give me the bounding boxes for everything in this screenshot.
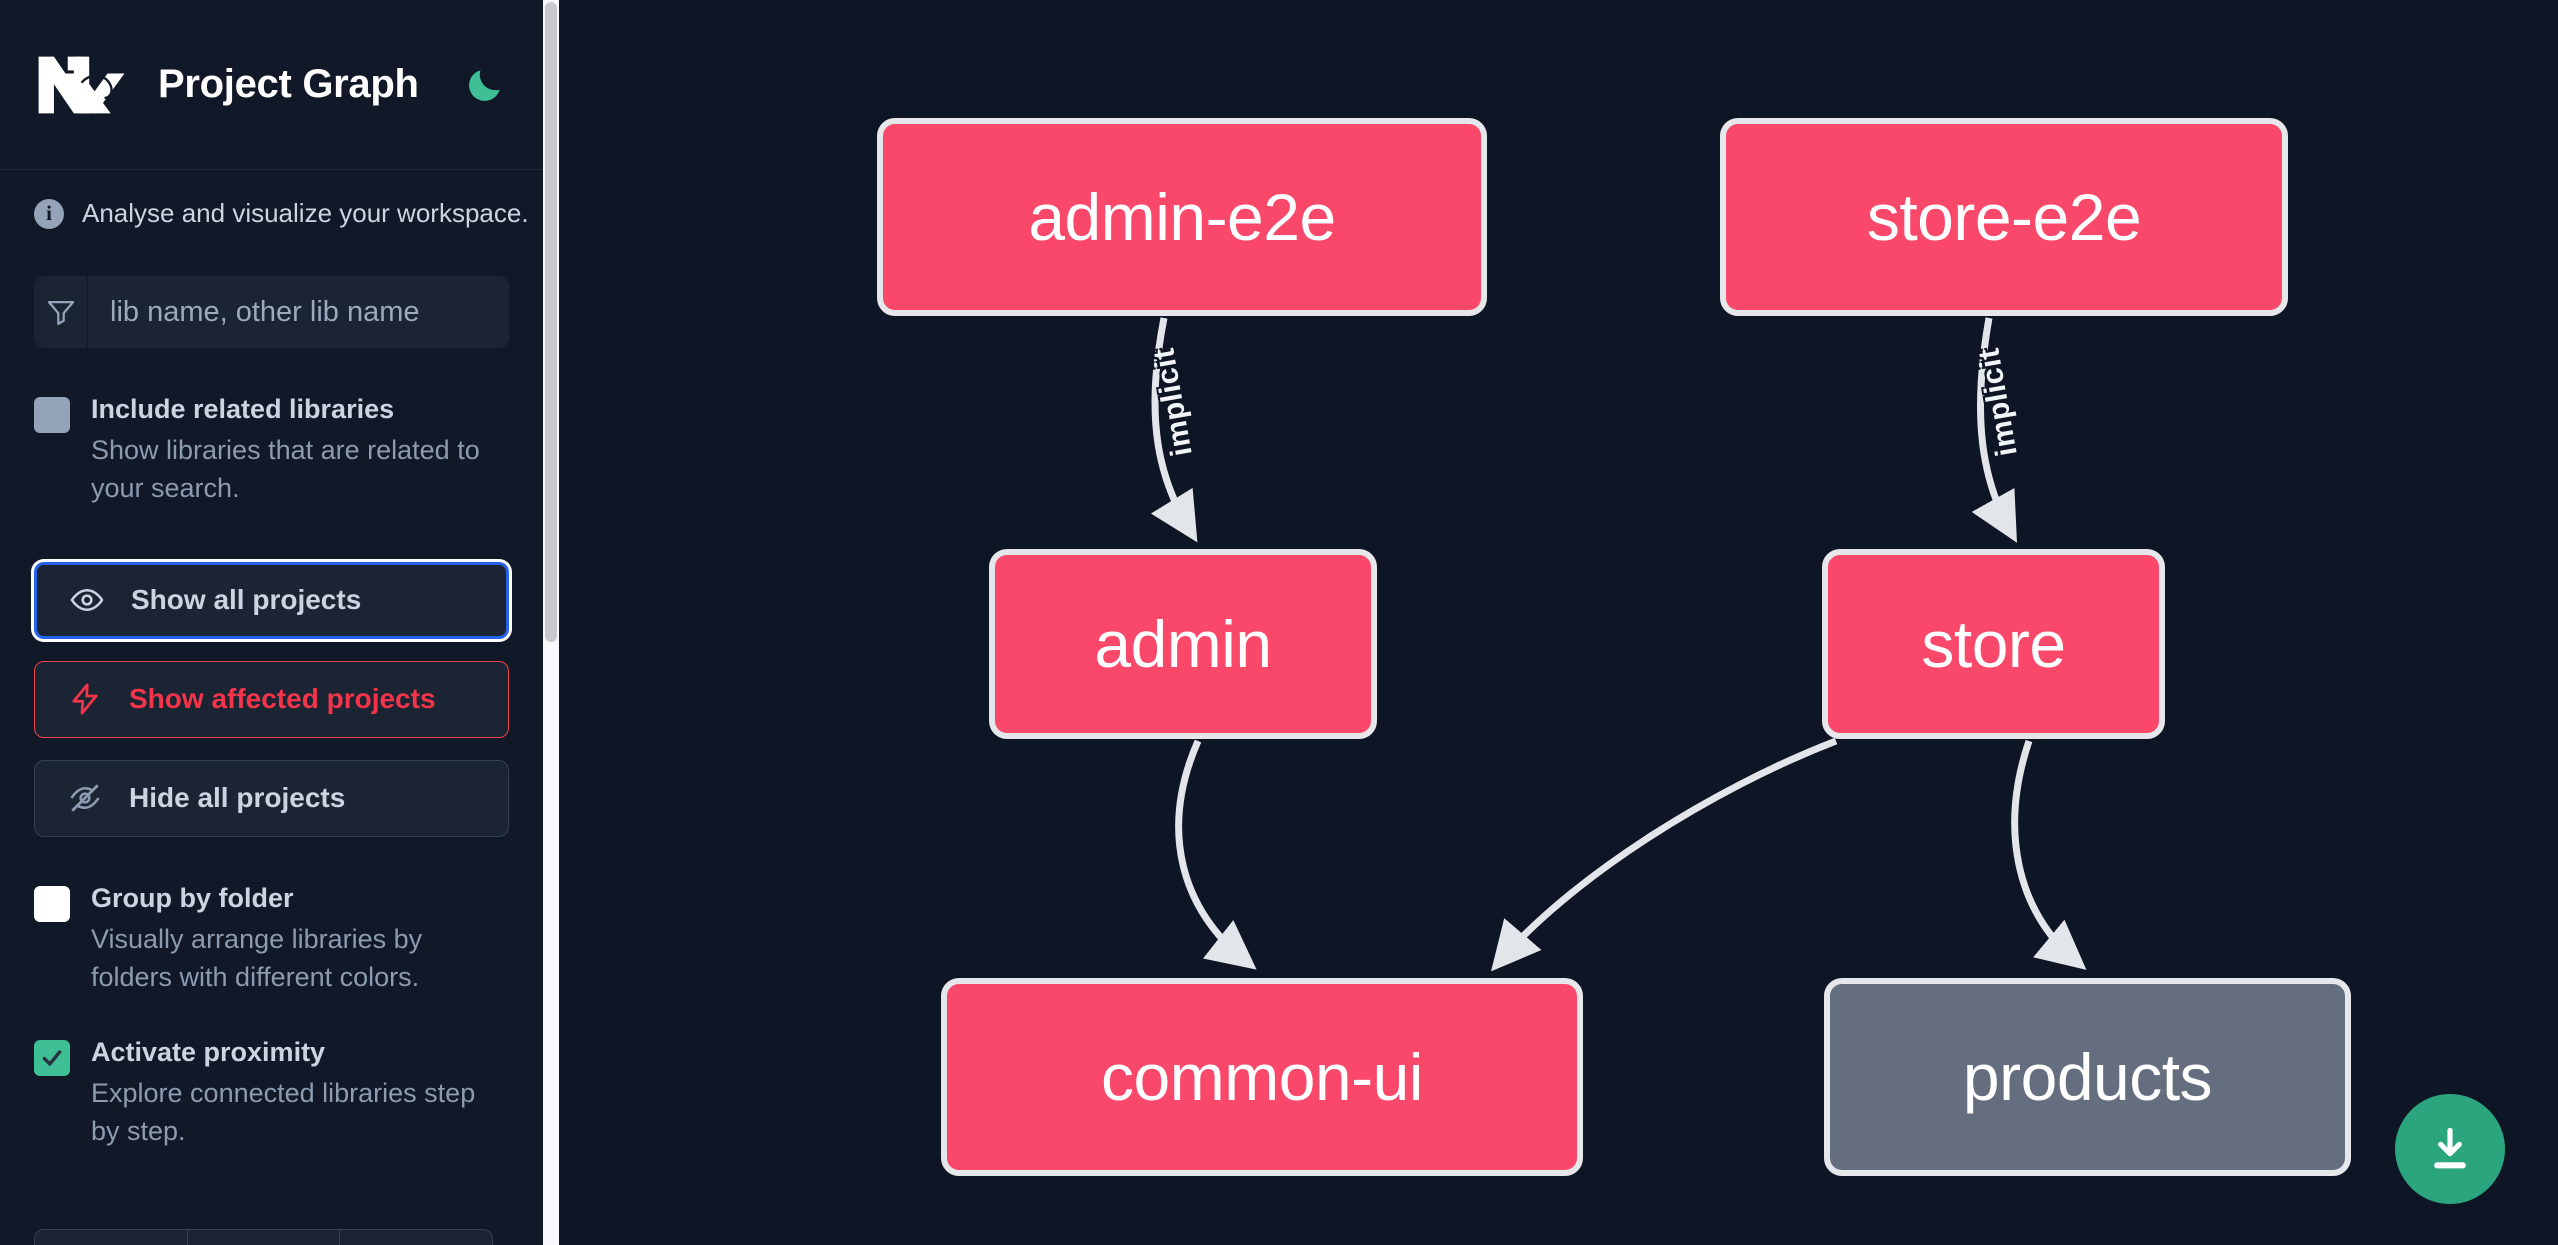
node-label: admin-e2e (1028, 180, 1336, 254)
node-label: common-ui (1101, 1040, 1423, 1114)
info-icon: i (34, 198, 64, 229)
activate-proximity-checkbox[interactable] (34, 1039, 70, 1076)
graph-node-store-e2e[interactable]: store-e2e (1720, 118, 2288, 316)
edge-admin-to-common-ui (1175, 739, 1257, 970)
download-icon (2434, 1127, 2466, 1169)
graph-node-common-ui[interactable]: common-ui (941, 978, 1583, 1176)
eye-icon (69, 582, 105, 618)
nx-logo-icon (34, 50, 126, 120)
segment-3[interactable] (340, 1230, 492, 1245)
show-all-projects-button[interactable]: Show all projects (34, 561, 509, 639)
option-description: Explore connected libraries step by step… (91, 1077, 476, 1146)
sidebar-scrollbar[interactable] (543, 0, 559, 1245)
option-description: Show libraries that are related to your … (91, 435, 480, 504)
node-label: products (1962, 1040, 2213, 1114)
sidebar-tagline: i Analyse and visualize your workspace. (0, 170, 543, 229)
search-field[interactable] (34, 276, 509, 348)
graph-node-products[interactable]: products (1824, 978, 2351, 1176)
option-text: Activate proximity Explore connected lib… (91, 1035, 509, 1151)
node-label: admin (1094, 607, 1272, 681)
sidebar-content: Project Graph i Analyse and visualize yo… (0, 0, 543, 1245)
sidebar-scrollbar-thumb[interactable] (545, 2, 557, 642)
option-description: Visually arrange libraries by folders wi… (91, 923, 423, 993)
graph-node-store[interactable]: store (1822, 549, 2165, 739)
download-image-button[interactable] (2395, 1094, 2505, 1204)
show-all-projects-label: Show all projects (131, 584, 362, 616)
tagline-text: Analyse and visualize your workspace. (82, 198, 529, 228)
sidebar: Project Graph i Analyse and visualize yo… (0, 0, 559, 1245)
option-group-by-folder[interactable]: Group by folder Visually arrange librari… (34, 881, 509, 997)
search-input[interactable] (88, 276, 509, 348)
edge-store-to-common-ui (1491, 737, 1838, 972)
option-text: Include related libraries Show libraries… (91, 392, 509, 508)
hide-all-projects-button[interactable]: Hide all projects (34, 759, 509, 837)
sidebar-body: Include related libraries Show libraries… (0, 276, 543, 1150)
lightning-icon (67, 681, 103, 717)
graph-action-buttons: Show all projects Show affected projects (34, 561, 509, 837)
option-label: Group by folder (91, 882, 294, 913)
option-include-related-libraries[interactable]: Include related libraries Show libraries… (34, 392, 509, 508)
option-label: Activate proximity (91, 1036, 326, 1067)
sidebar-header: Project Graph (0, 0, 543, 170)
edge-admin-e2e-to-admin (1150, 317, 1198, 543)
moon-icon[interactable] (463, 63, 507, 107)
eye-off-icon (67, 780, 103, 816)
filter-icon (34, 276, 88, 348)
show-affected-projects-label: Show affected projects (129, 683, 436, 715)
graph-canvas[interactable]: implicit implicit admin-e2e store-e2e ad… (559, 0, 2558, 1245)
segment-2[interactable] (188, 1230, 341, 1245)
group-by-folder-checkbox[interactable] (34, 885, 70, 922)
graph-node-admin[interactable]: admin (989, 549, 1377, 739)
edge-store-to-products (2011, 739, 2087, 970)
hide-all-projects-label: Hide all projects (129, 782, 346, 814)
option-text: Group by folder Visually arrange librari… (91, 881, 509, 997)
segment-1[interactable] (35, 1230, 188, 1245)
option-activate-proximity[interactable]: Activate proximity Explore connected lib… (34, 1035, 509, 1151)
page-title: Project Graph (158, 62, 419, 106)
option-label: Include related libraries (91, 394, 395, 424)
show-affected-projects-button[interactable]: Show affected projects (34, 660, 509, 738)
include-related-libraries-checkbox[interactable] (34, 397, 70, 433)
graph-edges (1150, 317, 2087, 972)
graph-node-admin-e2e[interactable]: admin-e2e (877, 118, 1487, 316)
node-label: store-e2e (1866, 180, 2142, 254)
node-label: store (1921, 607, 2066, 681)
bottom-segmented-control[interactable] (34, 1229, 493, 1245)
edge-store-e2e-to-store (1971, 317, 2017, 543)
